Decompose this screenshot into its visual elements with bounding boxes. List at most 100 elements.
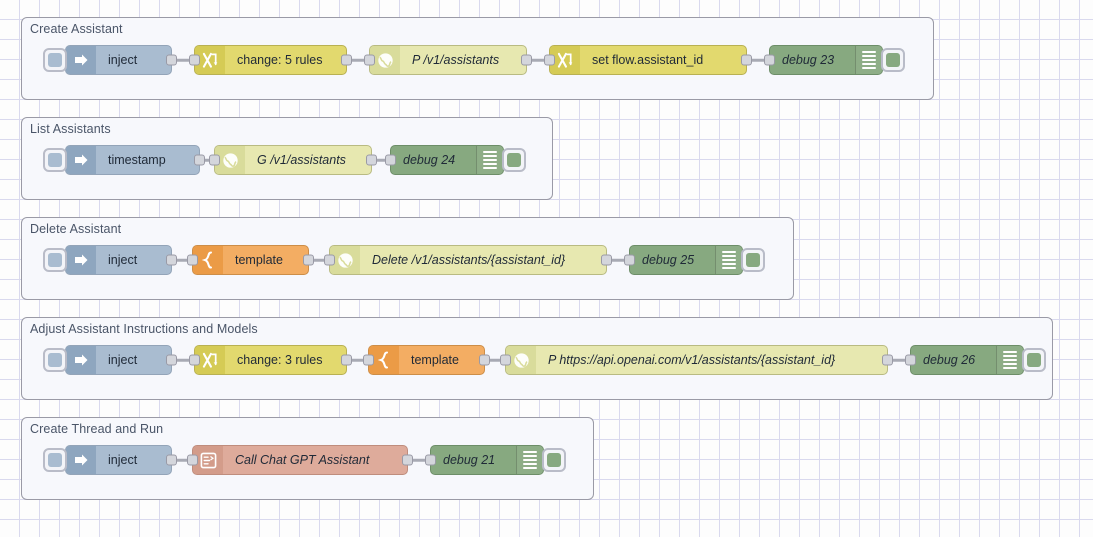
input-port[interactable] [764, 54, 775, 66]
output-port[interactable] [741, 54, 752, 66]
node-template[interactable]: template [363, 345, 490, 375]
node-label: P /v1/assistants [412, 53, 500, 67]
inject-trigger-button[interactable] [43, 48, 67, 72]
node-label: debug 24 [403, 153, 456, 167]
output-port[interactable] [166, 454, 177, 466]
node-debug[interactable]: debug 23 [764, 45, 905, 75]
node-http-request[interactable]: Delete /v1/assistants/{assistant_id} [324, 245, 612, 275]
output-port[interactable] [366, 154, 377, 166]
node-template[interactable]: template [187, 245, 314, 275]
wire [882, 358, 914, 362]
node-debug[interactable]: debug 21 [425, 445, 566, 475]
debug-lines-icon [476, 146, 503, 174]
wire [194, 158, 220, 162]
group-label: Create Thread and Run [30, 422, 164, 436]
input-port[interactable] [363, 354, 374, 366]
output-port[interactable] [166, 254, 177, 266]
node-inject[interactable]: timestamp [43, 145, 205, 175]
wire [402, 458, 434, 462]
input-port[interactable] [189, 354, 200, 366]
node-change[interactable]: set flow.assistant_id [544, 45, 752, 75]
node-chatgpt-assistant[interactable]: Call Chat GPT Assistant [187, 445, 413, 475]
wire [341, 358, 373, 362]
output-port[interactable] [882, 354, 893, 366]
wire [166, 58, 200, 62]
node-label: inject [108, 453, 138, 467]
group-label: Adjust Assistant Instructions and Models [30, 322, 258, 336]
output-port[interactable] [402, 454, 413, 466]
debug-enable-toggle[interactable] [741, 248, 765, 272]
node-label: debug 21 [443, 453, 496, 467]
output-port[interactable] [166, 54, 177, 66]
node-inject[interactable]: inject [43, 345, 177, 375]
node-http-request[interactable]: P /v1/assistants [364, 45, 532, 75]
output-port[interactable] [166, 354, 177, 366]
group-label: Create Assistant [30, 22, 123, 36]
inject-trigger-button[interactable] [43, 448, 67, 472]
node-inject[interactable]: inject [43, 445, 177, 475]
change-swap-icon [550, 46, 580, 74]
inject-trigger-button[interactable] [43, 148, 67, 172]
wire [366, 158, 396, 162]
node-label: Delete /v1/assistants/{assistant_id} [372, 253, 566, 267]
node-label: Call Chat GPT Assistant [235, 453, 370, 467]
output-port[interactable] [194, 154, 205, 166]
output-port[interactable] [601, 254, 612, 266]
node-inject[interactable]: inject [43, 45, 177, 75]
node-label: G /v1/assistants [257, 153, 346, 167]
node-label: template [235, 253, 283, 267]
node-label: inject [108, 53, 138, 67]
inject-arrow-icon [66, 46, 96, 74]
output-port[interactable] [341, 54, 352, 66]
input-port[interactable] [544, 54, 555, 66]
node-label: debug 23 [782, 53, 835, 67]
node-http-request[interactable]: G /v1/assistants [209, 145, 377, 175]
input-port[interactable] [324, 254, 335, 266]
input-port[interactable] [500, 354, 511, 366]
node-label: P https://api.openai.com/v1/assistants/{… [548, 353, 836, 367]
debug-enable-toggle[interactable] [542, 448, 566, 472]
debug-enable-toggle[interactable] [881, 48, 905, 72]
wire [166, 458, 198, 462]
change-swap-icon [195, 46, 225, 74]
output-port[interactable] [479, 354, 490, 366]
node-debug[interactable]: debug 26 [905, 345, 1046, 375]
wire [166, 358, 200, 362]
node-change[interactable]: change: 3 rules [189, 345, 352, 375]
output-port[interactable] [303, 254, 314, 266]
node-http-request[interactable]: P https://api.openai.com/v1/assistants/{… [500, 345, 893, 375]
brace-icon [369, 346, 399, 374]
input-port[interactable] [187, 454, 198, 466]
group-label: List Assistants [30, 122, 111, 136]
brace-icon [193, 246, 223, 274]
input-port[interactable] [425, 454, 436, 466]
node-label: inject [108, 353, 138, 367]
inject-arrow-icon [66, 446, 96, 474]
node-label: change: 3 rules [237, 353, 323, 367]
node-change[interactable]: change: 5 rules [189, 45, 352, 75]
globe-icon [506, 346, 536, 374]
debug-enable-toggle[interactable] [1022, 348, 1046, 372]
input-port[interactable] [209, 154, 220, 166]
node-debug[interactable]: debug 24 [385, 145, 526, 175]
debug-lines-icon [855, 46, 882, 74]
output-port[interactable] [521, 54, 532, 66]
globe-icon [370, 46, 400, 74]
input-port[interactable] [189, 54, 200, 66]
wire [521, 58, 555, 62]
inject-trigger-button[interactable] [43, 348, 67, 372]
output-port[interactable] [341, 354, 352, 366]
inject-trigger-button[interactable] [43, 248, 67, 272]
input-port[interactable] [385, 154, 396, 166]
node-debug[interactable]: debug 25 [624, 245, 765, 275]
input-port[interactable] [187, 254, 198, 266]
group-label: Delete Assistant [30, 222, 122, 236]
node-inject[interactable]: inject [43, 245, 177, 275]
input-port[interactable] [624, 254, 635, 266]
input-port[interactable] [905, 354, 916, 366]
input-port[interactable] [364, 54, 375, 66]
debug-enable-toggle[interactable] [502, 148, 526, 172]
node-label: change: 5 rules [237, 53, 323, 67]
inject-arrow-icon [66, 146, 96, 174]
